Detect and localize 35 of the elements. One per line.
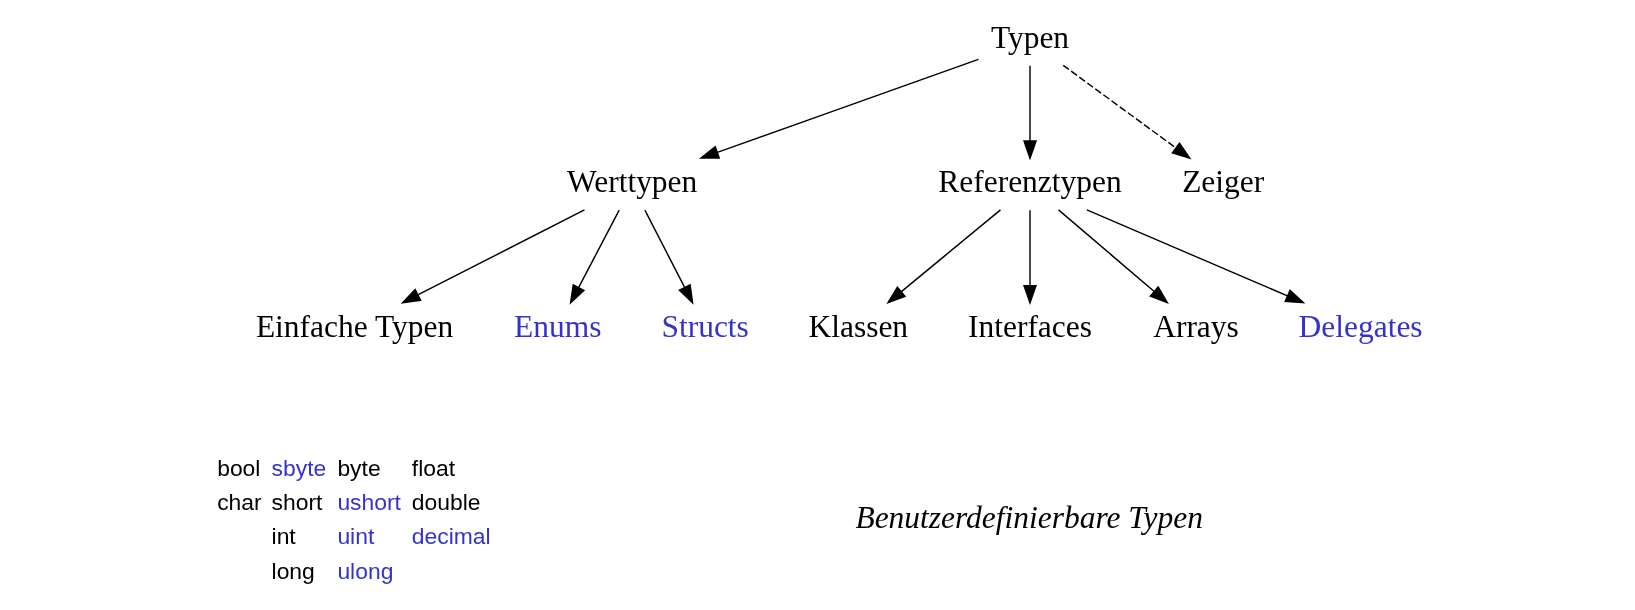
node-text: Zeiger bbox=[1182, 164, 1265, 200]
arrow bbox=[1057, 209, 1169, 305]
label: Benutzerdefinierbare Typen bbox=[855, 500, 1203, 536]
arrow bbox=[886, 209, 1002, 305]
arrow bbox=[644, 209, 694, 305]
label: short bbox=[271, 489, 323, 516]
node-text: Enums bbox=[514, 308, 602, 344]
arrow bbox=[699, 58, 980, 159]
arrow bbox=[569, 209, 620, 305]
node-text: Einfache Typen bbox=[255, 308, 454, 344]
label: ulong bbox=[337, 557, 394, 584]
label: ushort bbox=[337, 489, 401, 516]
node-text: Interfaces bbox=[967, 308, 1093, 344]
label: int bbox=[271, 523, 296, 550]
arrow bbox=[1023, 209, 1038, 305]
label: sbyte bbox=[271, 454, 327, 481]
node-text: Arrays bbox=[1153, 308, 1239, 344]
node-text: Werttypen bbox=[567, 164, 698, 200]
label: char bbox=[217, 489, 262, 516]
node-text: Structs bbox=[661, 308, 749, 344]
label: float bbox=[411, 454, 456, 481]
label: byte bbox=[337, 454, 381, 481]
label: double bbox=[411, 489, 481, 516]
label: bool bbox=[217, 454, 261, 481]
node-text: Referenztypen bbox=[938, 164, 1122, 200]
label: long bbox=[271, 557, 315, 584]
arrow bbox=[1023, 64, 1038, 161]
node-text: Typen bbox=[990, 19, 1070, 55]
label: decimal bbox=[411, 523, 491, 550]
arrow bbox=[400, 209, 586, 304]
node-text: Delegates bbox=[1298, 308, 1423, 344]
arrow bbox=[1086, 209, 1306, 304]
label: uint bbox=[337, 523, 375, 550]
arrow bbox=[1062, 64, 1192, 160]
node-text: Klassen bbox=[808, 308, 909, 344]
